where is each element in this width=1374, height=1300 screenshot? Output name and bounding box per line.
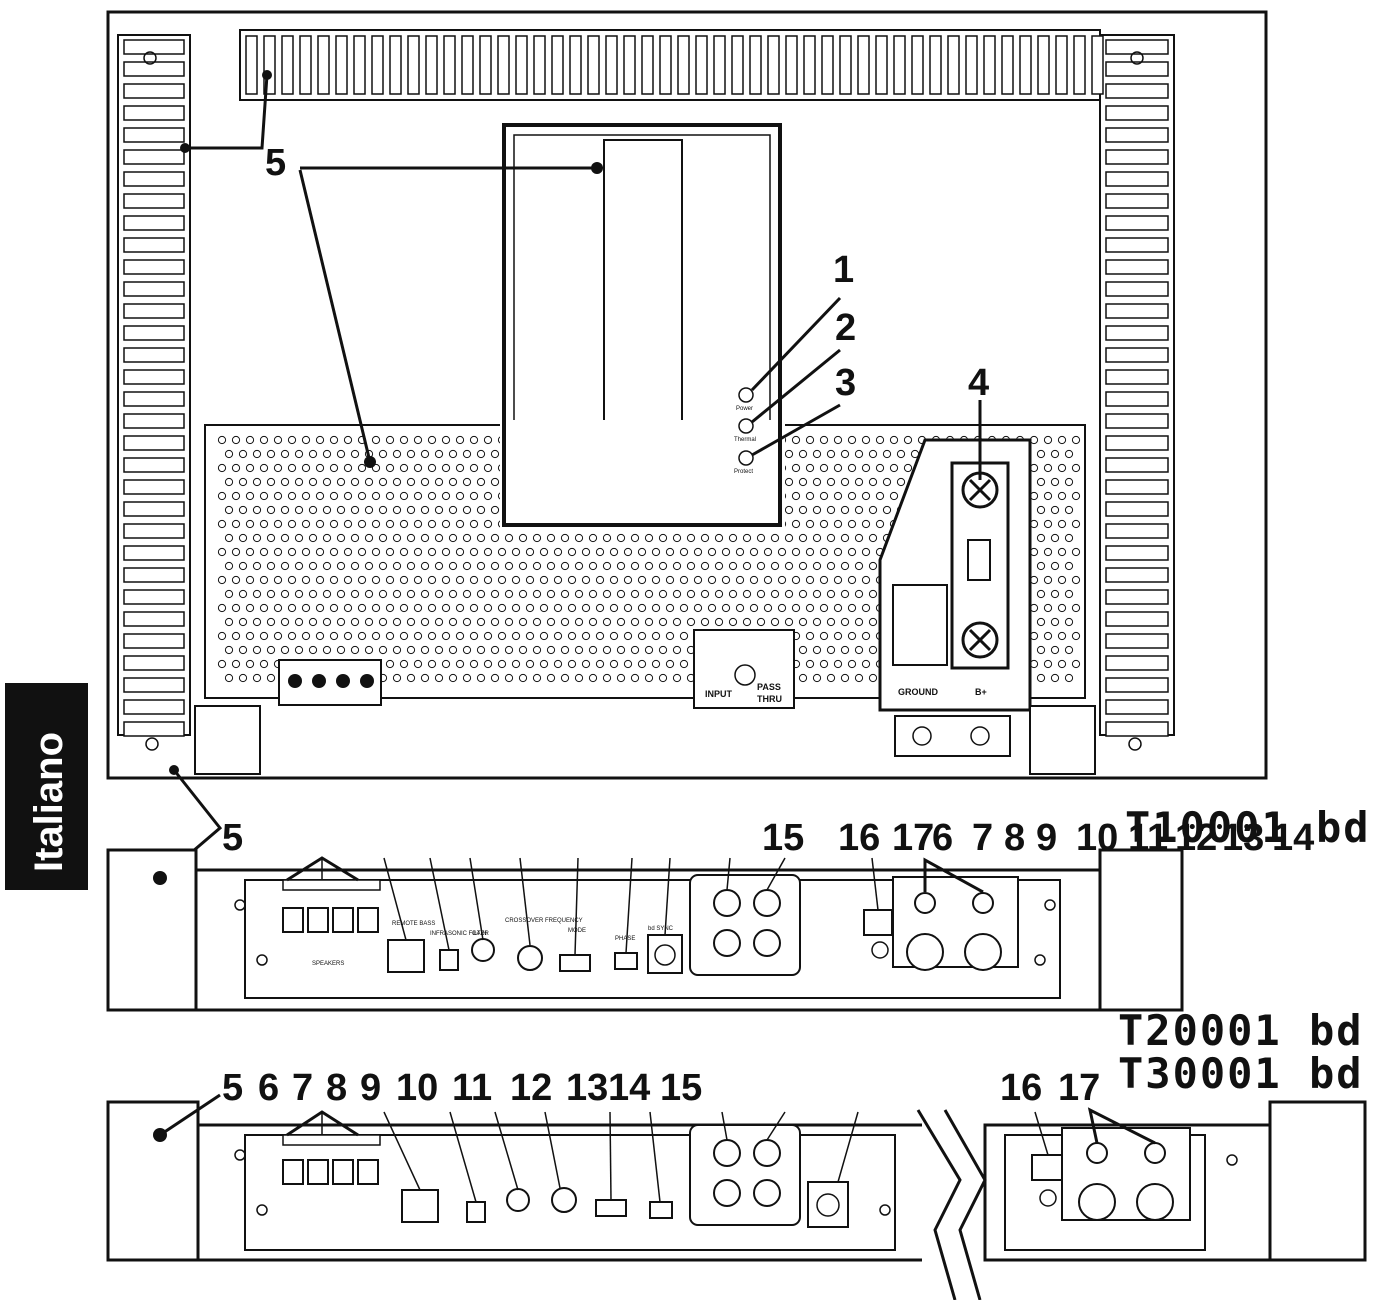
t2-callout-8: 8 bbox=[326, 1067, 347, 1109]
t20001-side-panel bbox=[106, 1100, 1367, 1300]
language-tab-label: Italiano bbox=[27, 732, 71, 872]
t1-speakers-label: SPEAKERS bbox=[312, 961, 344, 967]
t1-phase-label: PHASE bbox=[615, 936, 635, 942]
callout-5-top: 5 bbox=[265, 142, 286, 184]
t30001-model-label: T30001 bd bbox=[1118, 1049, 1364, 1098]
top-callouts: 5 1 2 3 4 5 bbox=[159, 70, 989, 882]
callout-4: 4 bbox=[968, 362, 989, 404]
t1-callout-17: 17 bbox=[892, 817, 934, 859]
protect-led bbox=[738, 450, 754, 466]
power-led bbox=[738, 387, 754, 403]
callout-5-side: 5 bbox=[222, 817, 243, 859]
thermal-led-label: Thermal bbox=[734, 437, 756, 443]
t1-remote-bass-label: REMOTE BASS bbox=[392, 921, 435, 927]
power-led-label: Power bbox=[736, 406, 753, 412]
t1-callout-15: 15 bbox=[762, 817, 804, 859]
pass-label: PASS bbox=[757, 682, 781, 692]
t1-callout-16: 16 bbox=[838, 817, 880, 859]
amplifier-top-view: INPUT PASS THRU Power Thermal Protect GR… bbox=[106, 10, 1268, 780]
t2-callout-14: 14 bbox=[608, 1067, 650, 1109]
t1-callout-10: 10 bbox=[1076, 817, 1118, 859]
t1-infrasonic-label: INFRASONIC FILTER bbox=[430, 931, 490, 937]
t1-callout-12: 12 bbox=[1175, 817, 1217, 859]
t1-callout-13: 13 bbox=[1222, 817, 1264, 859]
t1-callout-11: 11 bbox=[1128, 817, 1168, 859]
t1-mode-label: MODE bbox=[568, 928, 586, 934]
callout-1: 1 bbox=[833, 249, 854, 291]
t2-callout-5: 5 bbox=[222, 1067, 243, 1109]
protect-led-label: Protect bbox=[734, 469, 753, 475]
t1-callout-6: 6 bbox=[932, 817, 953, 859]
t1-callout-7: 7 bbox=[972, 817, 993, 859]
t10001-callouts: 15 16 17 6 7 8 9 10 11 12 13 14 T10001 b… bbox=[286, 803, 1371, 956]
ground-label: GROUND bbox=[898, 687, 938, 697]
t1-callout-14: 14 bbox=[1272, 817, 1314, 859]
t2-callout-12: 12 bbox=[510, 1067, 552, 1109]
t2-callout-17: 17 bbox=[1058, 1067, 1100, 1109]
t1-gain-label: GAIN bbox=[472, 931, 487, 937]
t10001-side-panel: SPEAKERS REMOTE BASS INFRASONIC FILTER G… bbox=[106, 848, 1184, 1012]
t2-callout-9: 9 bbox=[360, 1067, 381, 1109]
t1-callout-8: 8 bbox=[1004, 817, 1025, 859]
t2-callout-10: 10 bbox=[396, 1067, 438, 1109]
t20001-callouts: 5 6 7 8 9 10 11 12 13 14 15 16 17 T20001… bbox=[159, 1006, 1364, 1203]
t2-callout-11: 11 bbox=[452, 1067, 492, 1109]
callout-3: 3 bbox=[835, 362, 856, 404]
bplus-label: B+ bbox=[975, 687, 987, 697]
thru-label: THRU bbox=[757, 694, 782, 704]
t2-callout-13: 13 bbox=[566, 1067, 608, 1109]
t2-callout-6: 6 bbox=[258, 1067, 279, 1109]
t1-sync-label: bd SYNC bbox=[648, 926, 674, 932]
t10001-model-label: T10001 bd bbox=[1125, 803, 1371, 852]
input-label: INPUT bbox=[705, 689, 733, 699]
t2-callout-16: 16 bbox=[1000, 1067, 1042, 1109]
t1-crossover-label: CROSSOVER FREQUENCY bbox=[505, 918, 583, 924]
t20001-model-label: T20001 bd bbox=[1118, 1006, 1364, 1055]
input-panel bbox=[693, 629, 795, 709]
t1-callout-9: 9 bbox=[1036, 817, 1057, 859]
t2-callout-15: 15 bbox=[660, 1067, 702, 1109]
thermal-led bbox=[738, 418, 754, 434]
language-tab bbox=[5, 683, 88, 890]
callout-2: 2 bbox=[835, 307, 856, 349]
t2-callout-7: 7 bbox=[292, 1067, 313, 1109]
